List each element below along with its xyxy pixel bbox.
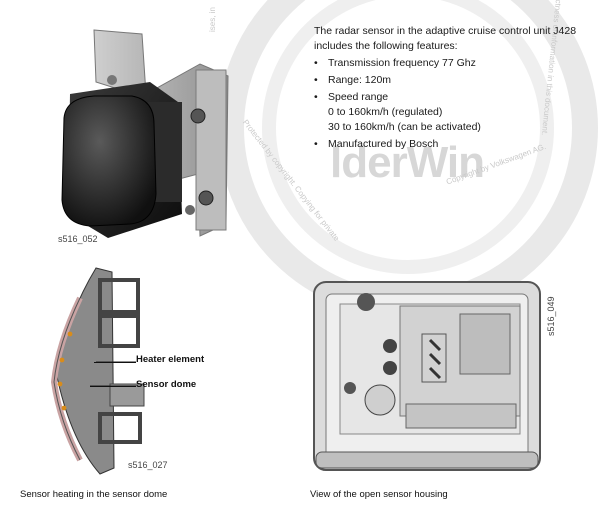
figure-caption: View of the open sensor housing [310, 489, 448, 500]
callout-heater-element: Heater element [136, 354, 205, 365]
figure-code: s516_049 [546, 296, 556, 336]
features-intro: The radar sensor in the adaptive cruise … [314, 25, 577, 52]
radar-sensor-illustration [61, 29, 229, 238]
feature-item: Range: 120m [314, 73, 584, 88]
feature-item: Speed range 0 to 160km/h (regulated) 30 … [314, 90, 584, 135]
figure-code: s516_052 [58, 234, 98, 244]
feature-item: Transmission frequency 77 Ghz [314, 56, 584, 71]
feature-item: Manufactured by Bosch [314, 137, 584, 152]
features-list: Transmission frequency 77 Ghz Range: 120… [314, 56, 584, 154]
figure-code: s516_027 [128, 460, 168, 470]
figure-caption: Sensor heating in the sensor dome [20, 489, 168, 500]
callout-leader-line [90, 386, 136, 387]
callout-sensor-dome: Sensor dome [136, 379, 197, 390]
open-sensor-housing-illustration [313, 281, 541, 471]
callout-leader-line [94, 362, 136, 363]
sensor-dome-cross-section [50, 267, 145, 475]
